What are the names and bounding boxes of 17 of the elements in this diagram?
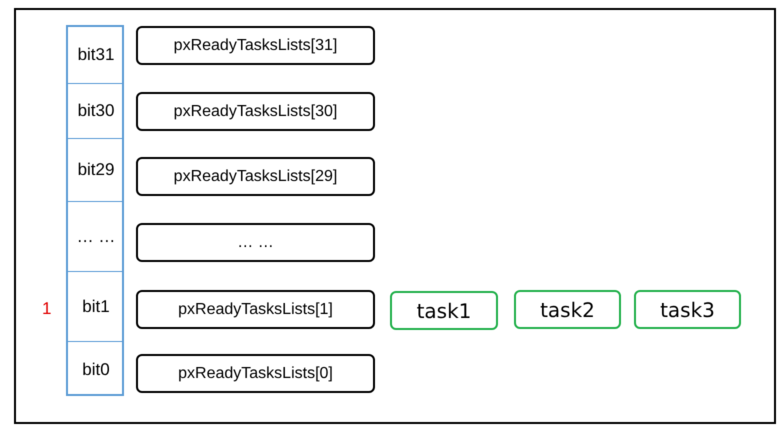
bit-cell: bit30 bbox=[68, 84, 124, 139]
task-box: task1 bbox=[390, 291, 498, 330]
bitmap-column bbox=[66, 25, 124, 396]
task-box: task2 bbox=[514, 290, 621, 329]
task-box: task3 bbox=[634, 290, 741, 329]
ready-list-box: pxReadyTasksLists[31] bbox=[136, 26, 375, 65]
bit-cell: bit31 bbox=[68, 27, 124, 84]
bit-cell: bit1 bbox=[68, 272, 124, 342]
bit-cell: bit29 bbox=[68, 139, 124, 202]
ready-list-box: … … bbox=[136, 223, 375, 262]
bit-value-label: 1 bbox=[42, 299, 52, 319]
ready-list-box: pxReadyTasksLists[1] bbox=[136, 290, 375, 329]
bit-cell: … … bbox=[68, 202, 124, 272]
ready-list-box: pxReadyTasksLists[30] bbox=[136, 92, 375, 131]
bit-cell: bit0 bbox=[68, 342, 124, 398]
ready-list-box: pxReadyTasksLists[0] bbox=[136, 354, 375, 393]
ready-list-box: pxReadyTasksLists[29] bbox=[136, 157, 375, 196]
